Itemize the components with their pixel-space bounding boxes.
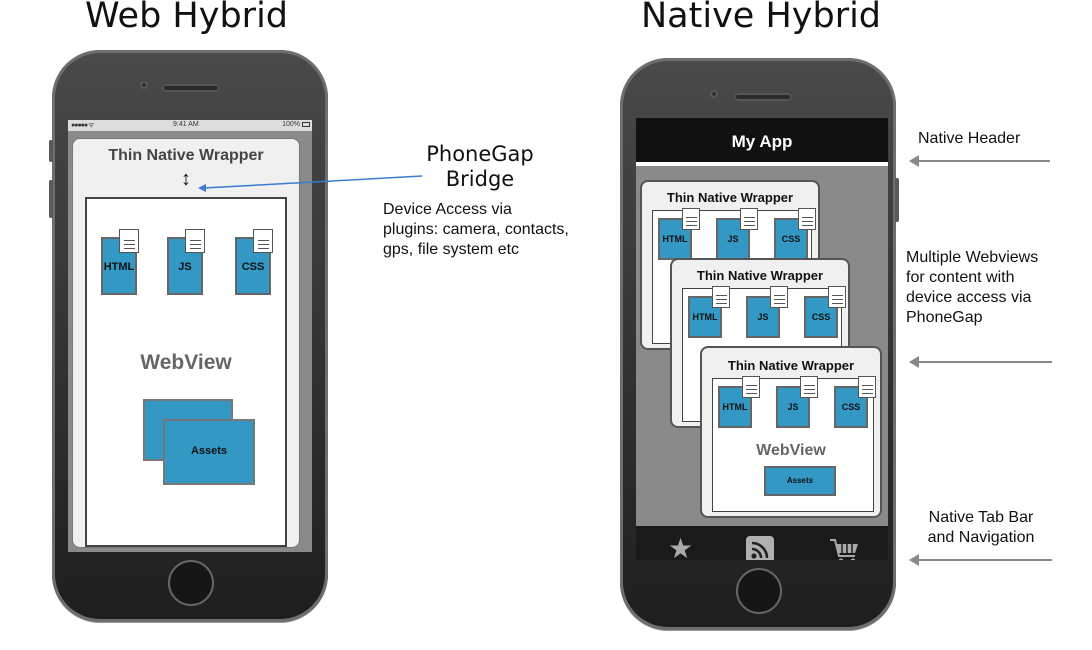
web-hybrid-title: Web Hybrid <box>85 0 289 36</box>
page-icon <box>742 376 760 398</box>
home-button[interactable] <box>168 560 214 606</box>
status-bar: ●●●●● ᯤ 9:41 AM 100% <box>68 120 312 131</box>
webviews-arrow <box>918 361 1052 363</box>
web-hybrid-screen: ●●●●● ᯤ 9:41 AM 100% Thin Native Wrapper… <box>68 120 312 552</box>
page-icon <box>798 208 816 230</box>
bridge-description: Device Access via plugins: camera, conta… <box>383 201 569 258</box>
tab-bar-note: Native Tab Bar and Navigation <box>927 509 1035 546</box>
native-tab-bar: ★ <box>636 526 888 560</box>
page-icon <box>185 229 205 253</box>
bridge-connector-icon: ↕ <box>181 168 191 190</box>
status-time: 9:41 AM <box>173 121 199 128</box>
header-divider <box>636 162 888 166</box>
wrapper-card-3: Thin Native Wrapper HTML JS CSS WebView … <box>700 346 882 518</box>
home-button[interactable] <box>736 568 782 614</box>
tab-bar-arrow <box>918 559 1052 561</box>
mute-switch <box>49 140 53 162</box>
volume-up-button <box>49 180 53 218</box>
page-icon <box>253 229 273 253</box>
native-header: My App <box>636 118 888 162</box>
bridge-title: PhoneGap Bridge <box>426 142 534 191</box>
page-icon <box>682 208 700 230</box>
webview-panel: HTML JS CSS WebView Assets <box>85 197 287 547</box>
rss-icon[interactable] <box>746 536 774 560</box>
native-hybrid-title: Native Hybrid <box>641 0 882 36</box>
star-icon[interactable]: ★ <box>668 533 694 561</box>
page-icon <box>712 286 730 308</box>
battery-icon <box>302 122 310 127</box>
page-icon <box>119 229 139 253</box>
thin-native-wrapper: Thin Native Wrapper ↕ HTML JS CSS WebVie… <box>72 138 300 548</box>
webview-label: WebView <box>756 442 826 459</box>
camera-icon <box>710 90 718 98</box>
wrapper-title: Thin Native Wrapper <box>108 147 264 164</box>
assets-icon: Assets <box>163 419 255 485</box>
status-battery: 100% <box>282 121 300 128</box>
earpiece-speaker <box>162 84 220 92</box>
arrow-head-icon <box>909 356 919 368</box>
native-header-note: Native Header <box>918 130 1021 147</box>
multiple-webviews-note: Multiple Webviews for content with devic… <box>906 249 1039 326</box>
earpiece-speaker <box>734 93 792 101</box>
web-hybrid-phone: ●●●●● ᯤ 9:41 AM 100% Thin Native Wrapper… <box>49 50 328 622</box>
page-icon <box>800 376 818 398</box>
page-icon <box>770 286 788 308</box>
webview-label: WebView <box>140 351 232 374</box>
cart-icon[interactable] <box>828 536 860 560</box>
camera-icon <box>140 81 148 89</box>
page-icon <box>828 286 846 308</box>
app-title: My App <box>731 132 793 151</box>
css-file-icon: CSS <box>804 296 838 338</box>
page-icon <box>858 376 876 398</box>
arrow-head-icon <box>909 155 919 167</box>
native-hybrid-phone: My App Thin Native Wrapper HTML JS CSS T… <box>620 58 899 630</box>
power-button <box>895 178 899 222</box>
native-header-arrow <box>918 160 1050 162</box>
assets-icon: Assets <box>764 466 836 496</box>
page-icon <box>740 208 758 230</box>
arrow-head-icon <box>909 554 919 566</box>
signal-icon: ●●●●● ᯤ <box>71 122 95 129</box>
native-hybrid-screen: My App Thin Native Wrapper HTML JS CSS T… <box>636 118 888 560</box>
bridge-arrow <box>198 175 423 192</box>
